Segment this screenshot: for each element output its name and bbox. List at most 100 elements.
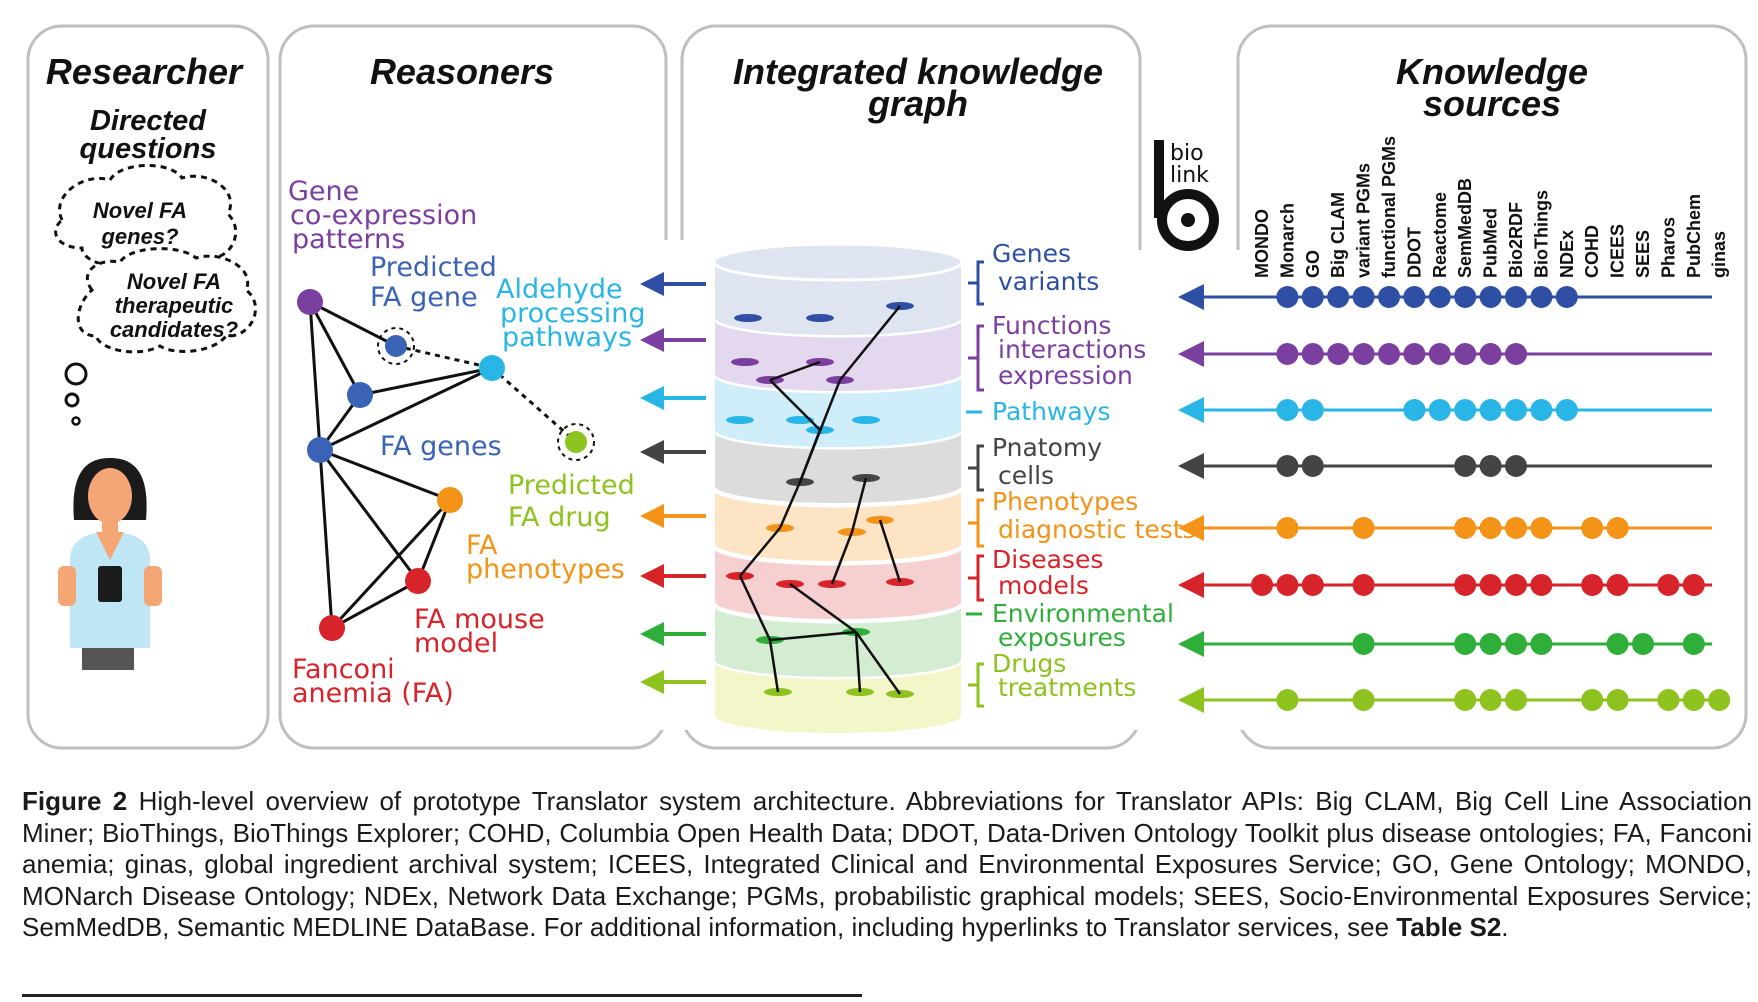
source-label: DDOT bbox=[1404, 227, 1424, 278]
source-dot bbox=[1479, 517, 1502, 539]
source-dot bbox=[1530, 517, 1553, 539]
kg-edge bbox=[839, 305, 901, 381]
thought-bubble-small bbox=[71, 416, 81, 426]
node-predicted-fa-gene-ring bbox=[377, 327, 415, 365]
label-pred-drug-2: FA drug bbox=[508, 502, 611, 533]
source-row-arrowhead bbox=[1178, 284, 1204, 310]
source-dot bbox=[1352, 517, 1375, 539]
source-label: BioThings bbox=[1531, 190, 1551, 278]
source-dot bbox=[1479, 689, 1502, 711]
kg-arrow-head bbox=[640, 504, 664, 528]
source-dot bbox=[1505, 286, 1527, 308]
source-row-arrowhead bbox=[1178, 515, 1204, 541]
node-fa-phenotypes bbox=[437, 487, 463, 513]
architecture-figure: Researcher Reasoners Integrated knowledg… bbox=[26, 24, 1748, 750]
source-row-arrowhead bbox=[1178, 687, 1204, 713]
kg-label-bracket bbox=[976, 554, 984, 602]
label-pred-gene-2: FA gene bbox=[370, 282, 478, 313]
source-label: PubChem bbox=[1684, 194, 1704, 278]
node-aldehyde-pathways bbox=[479, 355, 505, 381]
label-aldehyde-3: pathways bbox=[502, 322, 632, 353]
source-label: Reactome bbox=[1430, 192, 1450, 278]
label-fa-mouse-2: model bbox=[414, 628, 498, 659]
label-gene-coexp-3: patterns bbox=[292, 224, 405, 255]
source-dot bbox=[1606, 633, 1629, 655]
source-dot bbox=[1327, 286, 1350, 308]
label-fanconi-2: anemia (FA) bbox=[292, 678, 454, 709]
source-label: Big CLAM bbox=[1328, 192, 1348, 278]
source-dot bbox=[1276, 574, 1299, 596]
source-row-arrowhead bbox=[1178, 572, 1204, 598]
caption-label: Figure 2 bbox=[22, 786, 128, 816]
source-dot bbox=[1479, 343, 1502, 365]
label-pred-gene-1: Predicted bbox=[370, 252, 497, 283]
source-dot bbox=[1505, 343, 1527, 365]
kg-layer-label: models bbox=[998, 571, 1089, 600]
source-label: COHD bbox=[1582, 225, 1602, 278]
kg-edge bbox=[878, 519, 902, 583]
reasoners-title: Reasoners bbox=[370, 51, 554, 92]
source-dot bbox=[1581, 574, 1604, 596]
source-dot bbox=[1606, 689, 1629, 711]
source-row-arrowhead bbox=[1178, 631, 1204, 657]
kg-layer-labels: GenesvariantsFunctionsinteractionsexpres… bbox=[966, 239, 1196, 708]
caption-table-ref[interactable]: Table S2 bbox=[1396, 912, 1502, 942]
kg-layer-label: Functions bbox=[992, 311, 1111, 340]
source-label: MONDO bbox=[1252, 209, 1272, 278]
node-predicted-fa-drug bbox=[565, 431, 587, 453]
source-label: SEES bbox=[1633, 230, 1653, 278]
source-dot bbox=[1505, 517, 1527, 539]
source-dot bbox=[1454, 455, 1477, 477]
source-dot bbox=[1505, 633, 1527, 655]
node-fa-mouse-model bbox=[405, 568, 431, 594]
label-gene-coexp-1: Gene bbox=[288, 176, 359, 207]
kg-layer-label: Genes bbox=[992, 239, 1071, 268]
footer-rule bbox=[22, 994, 862, 997]
kg-arrow-head bbox=[640, 328, 664, 352]
source-dot bbox=[1632, 633, 1654, 655]
kg-label-bracket bbox=[976, 444, 984, 492]
kg-layer-label: diagnostic tests bbox=[998, 515, 1196, 544]
kg-layer-label: Pnatomy bbox=[992, 433, 1102, 462]
source-dot bbox=[1428, 399, 1451, 421]
source-dot bbox=[1454, 517, 1477, 539]
source-dot bbox=[1530, 574, 1553, 596]
kg-title-line2: graph bbox=[867, 83, 968, 124]
node-fa-gene-1 bbox=[347, 382, 373, 408]
kg-arrow-head bbox=[640, 440, 664, 464]
source-dot bbox=[1657, 689, 1680, 711]
kg-label-bracket bbox=[976, 662, 984, 708]
source-dot bbox=[1479, 455, 1502, 477]
caption-text: High-level overview of prototype Transla… bbox=[22, 786, 1753, 942]
source-dot bbox=[1606, 574, 1629, 596]
kg-edge bbox=[769, 360, 821, 382]
kg-edge bbox=[768, 639, 780, 693]
kg-edge bbox=[798, 429, 822, 483]
source-dot bbox=[1454, 633, 1477, 655]
label-gene-coexp-2: co-expression bbox=[290, 200, 477, 231]
figure-caption: Figure 2 High-level overview of prototyp… bbox=[22, 786, 1752, 944]
label-pred-drug-1: Predicted bbox=[508, 470, 635, 501]
source-dot bbox=[1682, 689, 1705, 711]
source-dot bbox=[1657, 574, 1680, 596]
source-dot bbox=[1581, 517, 1604, 539]
source-label: Bio2RDF bbox=[1506, 202, 1526, 278]
source-dot bbox=[1454, 286, 1477, 308]
label-fanconi-1: Fanconi bbox=[292, 654, 395, 685]
cloud2-line3: candidates? bbox=[110, 317, 238, 342]
source-dot bbox=[1301, 343, 1324, 365]
kg-layer-label: exposures bbox=[998, 623, 1126, 652]
source-dot bbox=[1454, 343, 1477, 365]
source-dot bbox=[1352, 286, 1375, 308]
source-dot bbox=[1403, 343, 1426, 365]
source-dot bbox=[1530, 633, 1553, 655]
source-row-arrowhead bbox=[1178, 341, 1204, 367]
knowledge-source-rows bbox=[1178, 284, 1731, 713]
kg-layer-body bbox=[713, 603, 963, 679]
kg-layer-body bbox=[713, 429, 963, 505]
source-label: GO bbox=[1303, 250, 1323, 278]
kg-edge bbox=[769, 630, 857, 642]
source-label: functional PGMs bbox=[1379, 136, 1399, 278]
kg-edge bbox=[778, 481, 802, 529]
